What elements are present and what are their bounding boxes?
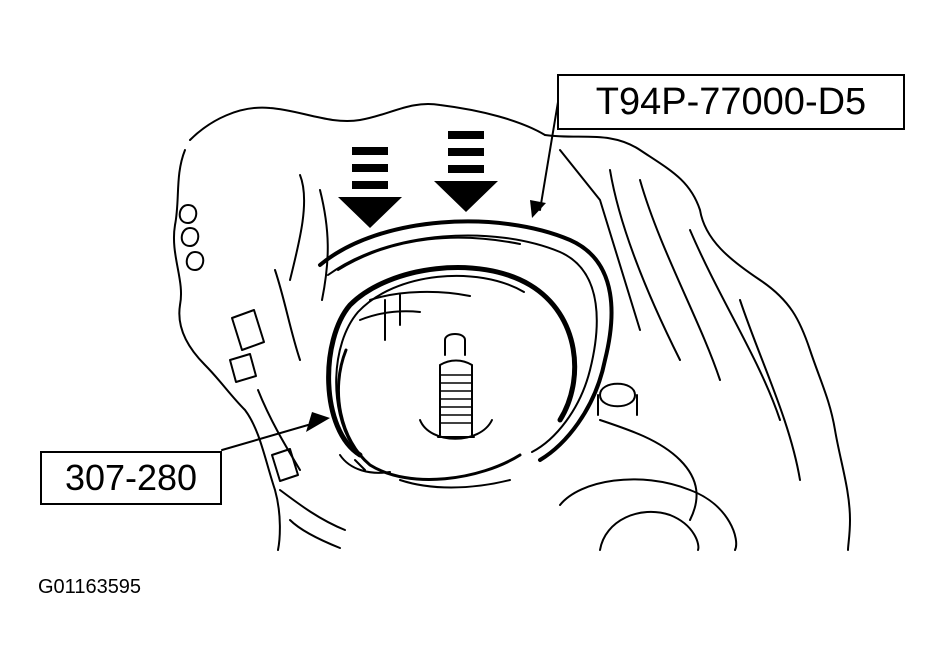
housing-outline-left <box>173 103 546 551</box>
pointer-arrowhead-left <box>306 412 330 432</box>
inner-ring-outer-edge <box>336 348 522 481</box>
housing-bosses <box>178 204 205 271</box>
shaft-splines <box>439 374 473 424</box>
housing-inner-left <box>257 174 341 549</box>
outer-ring-tool <box>318 219 614 462</box>
press-arrow-left <box>338 147 402 228</box>
tool-callout-t94p: T94P-77000-D5 <box>557 74 905 130</box>
bolt-boss-right <box>597 382 638 416</box>
housing-outline-right <box>544 134 851 551</box>
housing-ribs <box>559 149 801 481</box>
figure-id-label: G01163595 <box>38 576 142 598</box>
pointer-arrowhead-top <box>530 200 546 218</box>
pointer-line-left <box>221 424 309 451</box>
lower-right-cover <box>559 478 738 551</box>
center-shaft <box>437 333 475 438</box>
lower-right-flange <box>599 419 698 521</box>
shaft-base <box>419 419 493 440</box>
tool-callout-307-280: 307-280 <box>40 451 222 505</box>
lower-bracket <box>271 448 346 531</box>
inner-recess <box>359 290 471 341</box>
inner-seal-ring <box>326 265 578 458</box>
pointer-line-top <box>539 101 559 211</box>
lower-seal-detail <box>339 454 511 489</box>
press-arrow-right <box>434 131 498 212</box>
housing-lug <box>229 309 265 383</box>
